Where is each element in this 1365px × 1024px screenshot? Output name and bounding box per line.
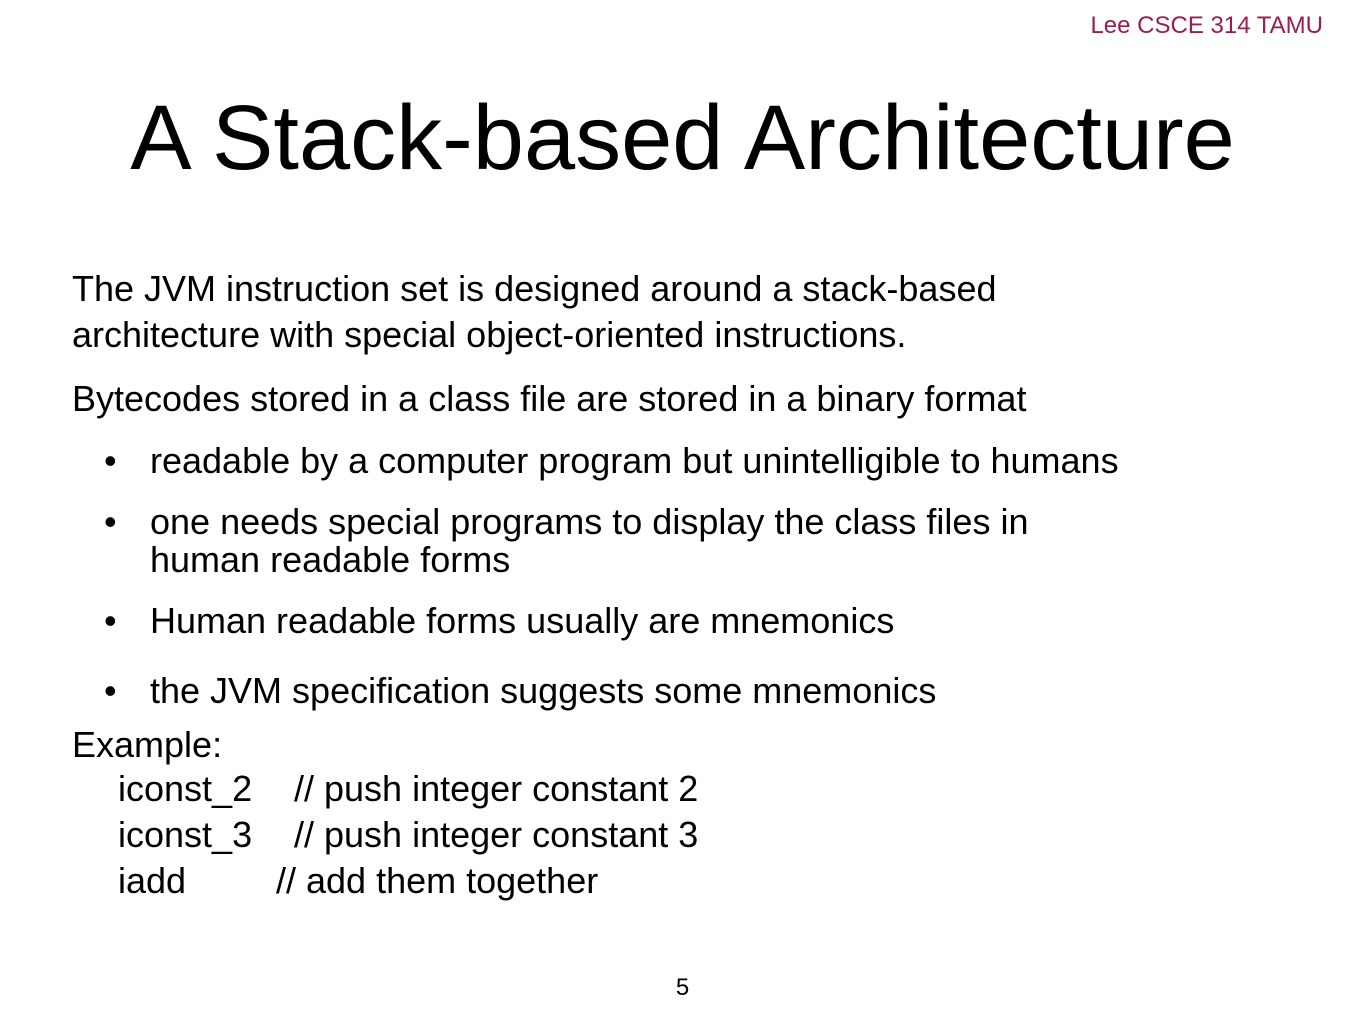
- bullet-text: the JVM specification suggests some mnem…: [150, 672, 936, 710]
- bullet-dot-icon: •: [104, 670, 117, 711]
- code-line: iadd // add them together: [118, 858, 598, 904]
- bytecode-line-1: Bytecodes stored in a class file are sto…: [72, 378, 1027, 419]
- bullet-text: Human readable forms usually are mnemoni…: [150, 602, 894, 640]
- intro-line-2: architecture with special object-oriente…: [72, 314, 907, 355]
- code-instruction: iconst_2: [118, 768, 253, 809]
- code-comment: // push integer constant 2: [294, 768, 699, 809]
- intro-paragraph: The JVM instruction set is designed arou…: [72, 266, 997, 358]
- bullet-dot-icon: •: [104, 501, 117, 542]
- bullet-line: human readable forms: [150, 539, 511, 580]
- code-instruction: iadd: [118, 860, 187, 901]
- code-comment: // push integer constant 3: [294, 814, 699, 855]
- page-number: 5: [675, 974, 690, 1001]
- bullet-line: Human readable forms usually are mnemoni…: [150, 600, 895, 641]
- bullet-dot-icon: •: [104, 440, 117, 481]
- bullet-dot-icon: •: [104, 600, 117, 641]
- bullet-line: one needs special programs to display th…: [150, 501, 1029, 542]
- code-instruction: iconst_3: [118, 814, 253, 855]
- code-line: iconst_3 // push integer constant 3: [118, 812, 698, 858]
- bullet-line: the JVM specification suggests some mnem…: [150, 670, 937, 711]
- bullet-text: one needs special programs to display th…: [150, 503, 1028, 579]
- bullet-line: readable by a computer program but unint…: [150, 440, 1119, 481]
- example-label: Example:: [72, 724, 223, 765]
- bullet-text: readable by a computer program but unint…: [150, 442, 1119, 480]
- bytecode-paragraph: Bytecodes stored in a class file are sto…: [72, 376, 1026, 422]
- code-comment: // add them together: [276, 860, 599, 901]
- intro-line-1: The JVM instruction set is designed arou…: [72, 268, 997, 309]
- slide-title: A Stack-based Architecture: [130, 87, 1235, 189]
- code-line: iconst_2 // push integer constant 2: [118, 766, 698, 812]
- course-label: Lee CSCE 314 TAMU: [1090, 12, 1323, 39]
